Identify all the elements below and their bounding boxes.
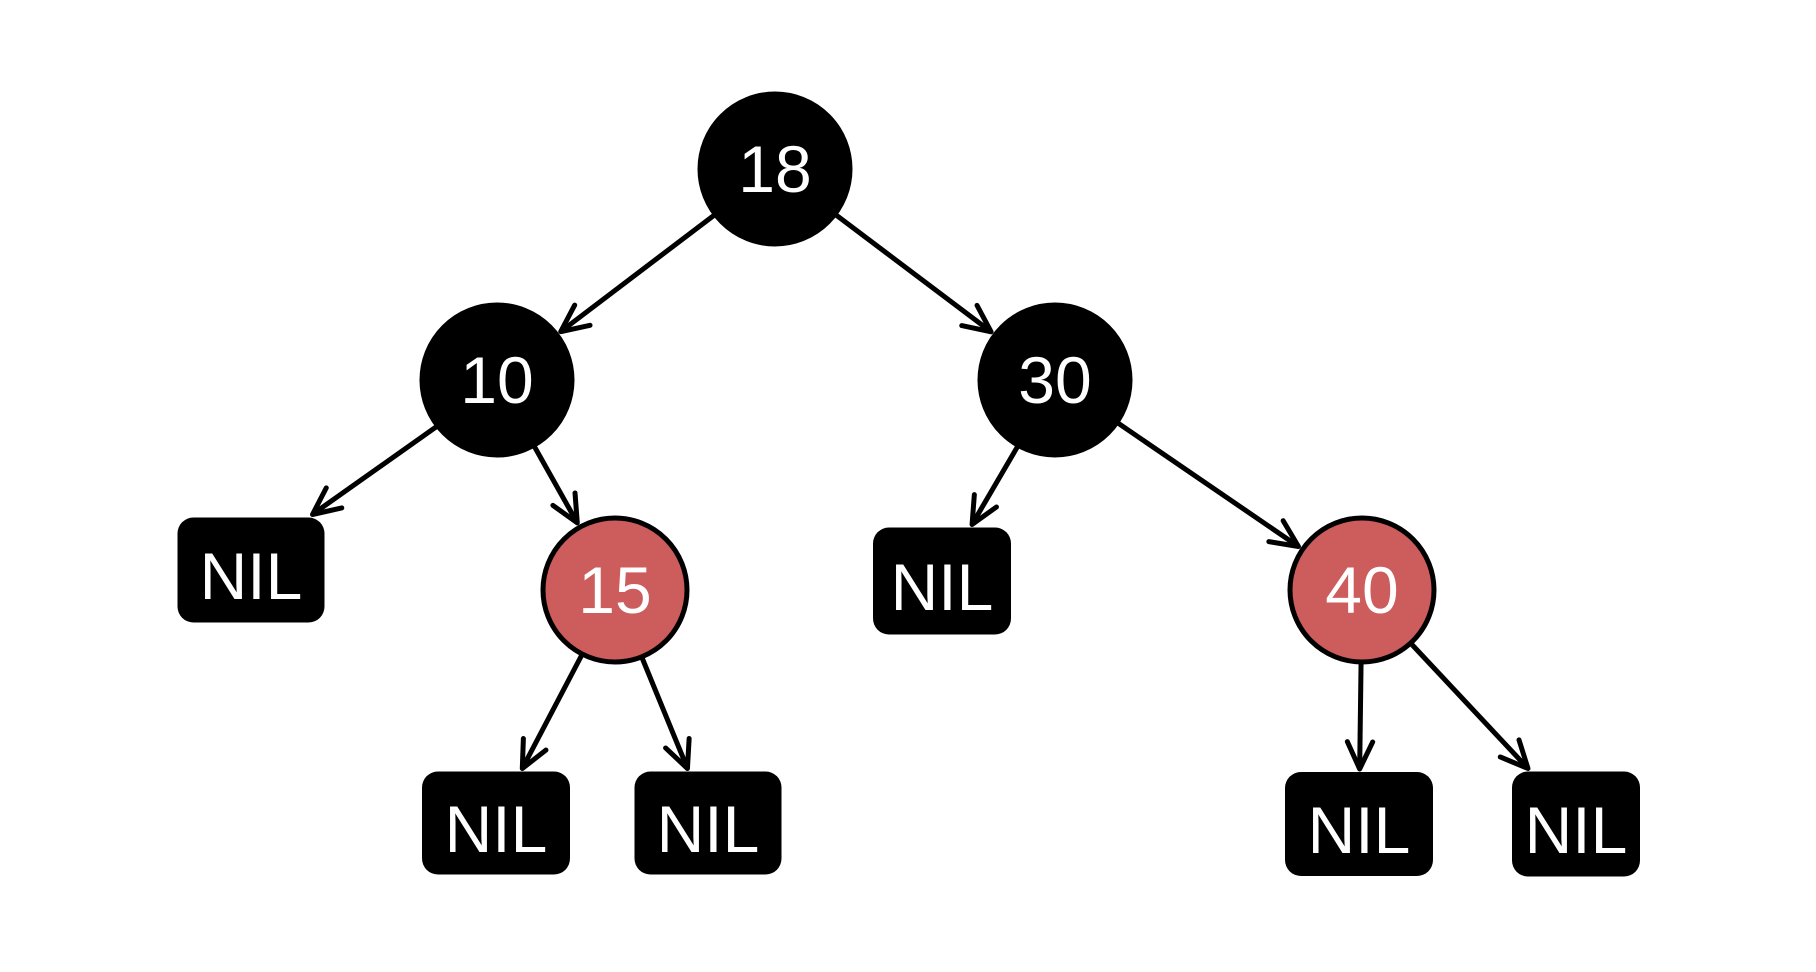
arrowhead-icon bbox=[310, 485, 345, 517]
arrowhead-icon bbox=[1344, 739, 1376, 772]
arrowhead-icon bbox=[1497, 737, 1531, 771]
tree-node-30: 30 bbox=[977, 302, 1133, 458]
nil-leaf-box bbox=[422, 771, 570, 875]
black-node-circle bbox=[419, 302, 575, 458]
node-label: NIL bbox=[1525, 793, 1628, 867]
arrowhead-icon bbox=[550, 490, 580, 526]
tree-node-10: 10 bbox=[419, 302, 575, 458]
edge-line bbox=[971, 444, 1021, 524]
nil-leaf-box bbox=[1285, 772, 1433, 876]
edge-line bbox=[1408, 641, 1528, 768]
node-label: 15 bbox=[578, 553, 651, 627]
black-node-circle bbox=[977, 302, 1133, 458]
edge-10-nil-1 bbox=[310, 423, 440, 517]
edge-40-nil-6 bbox=[1408, 641, 1531, 771]
arrowhead-icon bbox=[519, 736, 549, 771]
nil-leaf-box bbox=[177, 517, 325, 623]
tree-node-40: 40 bbox=[1287, 515, 1437, 665]
node-label: NIL bbox=[445, 792, 548, 866]
edge-40-nil-5 bbox=[1344, 661, 1376, 772]
edge-18-10 bbox=[558, 212, 717, 335]
tree-node-18: 18 bbox=[697, 91, 853, 247]
arrowhead-icon bbox=[1266, 518, 1301, 550]
nil-leaf-box bbox=[873, 527, 1011, 635]
arrowhead-icon bbox=[558, 302, 593, 335]
edge-18-30 bbox=[833, 212, 994, 335]
edge-line bbox=[1115, 420, 1298, 547]
edge-30-nil-4 bbox=[969, 444, 1021, 527]
tree-node-15: 15 bbox=[540, 515, 690, 665]
tree-node-nil-2: NIL bbox=[422, 771, 570, 875]
nil-leaf-box bbox=[634, 771, 782, 875]
arrowhead-icon bbox=[969, 492, 999, 527]
tree-node-nil-6: NIL bbox=[1512, 771, 1640, 877]
edge-line bbox=[561, 212, 717, 332]
nil-leaf-box bbox=[1512, 771, 1640, 877]
node-label: NIL bbox=[657, 792, 760, 866]
edge-line bbox=[1357, 661, 1364, 767]
edge-line bbox=[521, 652, 585, 767]
black-node-circle bbox=[697, 91, 853, 247]
tree-node-nil-3: NIL bbox=[634, 771, 782, 875]
arrowhead-icon bbox=[663, 736, 692, 771]
edge-line bbox=[833, 212, 991, 333]
edge-line bbox=[531, 444, 578, 522]
node-label: 30 bbox=[1018, 343, 1091, 417]
edge-15-nil-3 bbox=[639, 655, 692, 771]
red-node-circle bbox=[540, 515, 690, 665]
edge-line bbox=[313, 423, 440, 515]
node-label: NIL bbox=[1308, 793, 1411, 867]
red-node-circle bbox=[1287, 515, 1437, 665]
node-label: NIL bbox=[891, 550, 994, 624]
tree-node-nil-4: NIL bbox=[873, 527, 1011, 635]
edge-10-15 bbox=[531, 444, 580, 526]
node-label: 10 bbox=[460, 343, 533, 417]
node-label: 40 bbox=[1325, 553, 1398, 627]
tree-node-nil-5: NIL bbox=[1285, 772, 1433, 876]
node-label: 18 bbox=[738, 132, 811, 206]
edge-15-nil-2 bbox=[519, 652, 585, 771]
arrowhead-icon bbox=[959, 302, 994, 335]
edge-30-40 bbox=[1115, 420, 1301, 550]
tree-node-nil-1: NIL bbox=[177, 517, 325, 623]
node-label: NIL bbox=[200, 539, 303, 613]
edge-line bbox=[639, 655, 689, 767]
